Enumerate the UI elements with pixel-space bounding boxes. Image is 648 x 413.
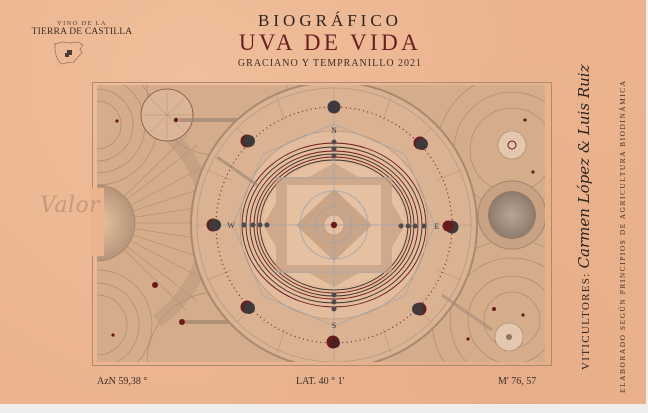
compass-south: S xyxy=(332,321,336,330)
compass-north: N xyxy=(331,126,337,135)
growers-label: VITICULTORES: xyxy=(580,272,592,370)
compass-east: E xyxy=(435,222,440,231)
growers-names: Carmen López & Luis Ruiz xyxy=(575,64,593,269)
brand-name: BIOGRÁFICO xyxy=(258,11,402,30)
valor-watermark: Valor xyxy=(40,193,101,218)
method-text: ELABORADO SEGÚN PRINCIPIOS DE AGRICULTUR… xyxy=(618,79,627,393)
latitude-text: LAT. 40 ° 1' xyxy=(296,376,345,387)
compass-west: W xyxy=(227,221,235,230)
azimuth-text: AzN 59,38 ° xyxy=(97,376,148,387)
method-statement: ELABORADO SEGÚN PRINCIPIOS DE AGRICULTUR… xyxy=(610,79,629,393)
artwork-notch xyxy=(90,188,104,256)
planet-markers xyxy=(206,100,459,349)
celestial-diagram: N S E W xyxy=(97,85,545,362)
growers-credit: VITICULTORES: Carmen López & Luis Ruiz xyxy=(574,65,593,371)
spain-map-icon xyxy=(54,41,84,65)
wine-subtitle: GRACIANO Y TEMPRANILLO 2021 xyxy=(237,58,423,69)
astronomical-artwork: N S E W xyxy=(97,85,545,362)
wine-label: VINO DE LA TIERRA DE CASTILLA BIOGRÁFICO… xyxy=(0,0,646,404)
region-line2: TIERRA DE CASTILLA xyxy=(31,27,133,37)
region-line1: VINO DE LA xyxy=(57,20,107,27)
meridian-text: M' 76, 57 xyxy=(498,376,537,387)
wine-title: UVA DE VIDA xyxy=(238,30,422,55)
